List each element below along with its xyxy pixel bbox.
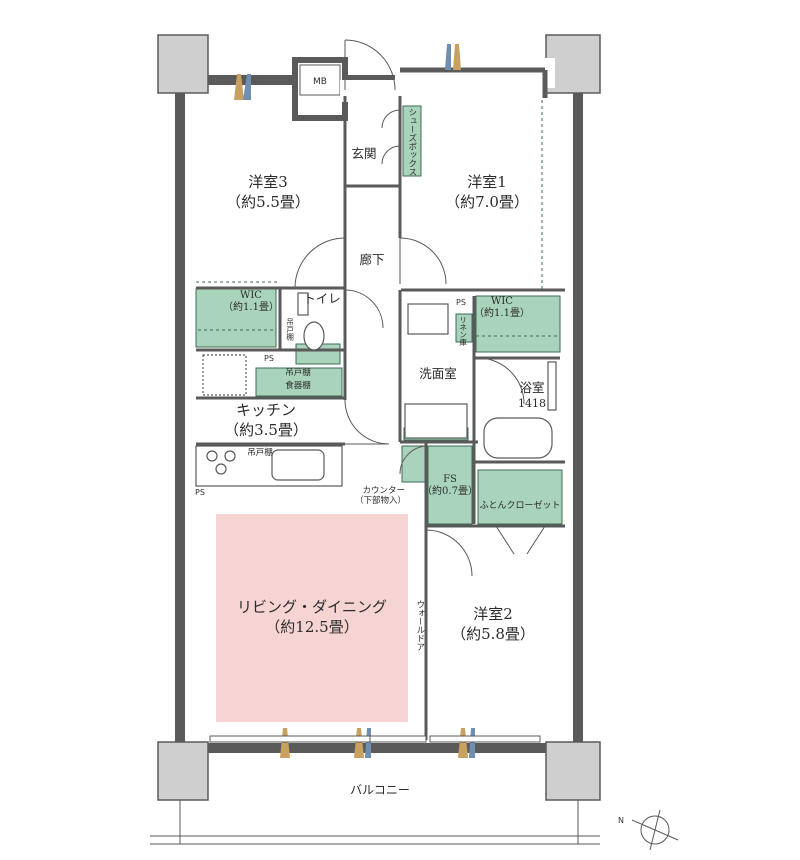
room-washroom: 洗面室 xyxy=(419,366,457,381)
kitchen-counter xyxy=(195,354,343,487)
counter-note: （下部物入） xyxy=(355,495,407,506)
bathroom-fixtures xyxy=(404,303,557,459)
counter-label: カウンター （下部物入） xyxy=(355,486,407,507)
counter-name: カウンター xyxy=(362,486,405,496)
kitchen-name: キッチン xyxy=(235,401,297,419)
toilet-shelf-label: 吊戸棚 xyxy=(285,318,295,341)
balcony-label: バルコニー xyxy=(350,783,410,797)
room-toilet: トイレ xyxy=(303,291,341,306)
wic-left-label: WIC （約1.1畳） xyxy=(223,290,279,314)
sink-icon xyxy=(271,449,325,481)
room-western2: 洋室2 （約5.8畳） xyxy=(451,604,535,645)
balcony-railing xyxy=(150,800,600,845)
entrance-recess xyxy=(292,57,555,121)
kitchen-shelf-label: 吊戸棚 xyxy=(285,368,311,378)
kitchen-size: （約3.5畳） xyxy=(224,421,308,440)
cupboard-label: 食器棚 xyxy=(285,381,311,391)
room-hallway: 廊下 xyxy=(359,252,385,267)
western3-name: 洋室3 xyxy=(248,173,288,191)
balcony-windows xyxy=(209,735,541,743)
shoes-box-doors xyxy=(381,109,401,165)
compass-n-label: N xyxy=(618,816,624,825)
shoes-box-label: シューズボックス xyxy=(406,108,417,176)
fs-size: （約0.7畳） xyxy=(422,486,478,497)
bathtub-icon xyxy=(483,417,553,459)
living-size: （約12.5畳） xyxy=(265,618,359,637)
room-living: リビング・ダイニング （約12.5畳） xyxy=(237,597,387,638)
living-area-fill xyxy=(216,514,408,722)
futon-closet-label: ふとんクローゼット xyxy=(479,501,561,511)
storage-areas xyxy=(195,105,563,525)
bathroom-size: 1418 xyxy=(518,396,546,410)
western2-name: 洋室2 xyxy=(473,605,513,623)
closet-rods xyxy=(196,100,558,337)
room-kitchen: キッチン （約3.5畳） xyxy=(224,400,308,441)
western2-size: （約5.8畳） xyxy=(451,625,535,644)
western3-size: （約5.5畳） xyxy=(226,193,310,212)
room-western3: 洋室3 （約5.5畳） xyxy=(226,172,310,213)
living-name: リビング・ダイニング xyxy=(236,598,388,616)
fs-fill xyxy=(427,445,473,525)
door-swings xyxy=(294,39,546,577)
structural-pillars xyxy=(157,34,601,801)
shoes-box-fill xyxy=(402,105,422,177)
wic-right-name: WIC xyxy=(491,296,513,307)
mb-label: MB xyxy=(313,77,327,87)
fs-label: FS （約0.7畳） xyxy=(422,474,478,498)
interior-walls xyxy=(196,96,565,740)
room-entrance: 玄関 xyxy=(351,146,377,161)
western1-size: （約7.0畳） xyxy=(445,193,529,212)
room-western1: 洋室1 （約7.0畳） xyxy=(445,172,529,213)
bathroom-name: 浴室 xyxy=(519,380,545,395)
compass-icon xyxy=(631,809,679,851)
ps-label-kitchen: PS xyxy=(264,354,274,363)
ps-label-wash: PS xyxy=(456,298,466,307)
wic-right-size: （約1.1畳） xyxy=(474,308,530,319)
wic-right-fill xyxy=(475,295,561,353)
wic-left-size: （約1.1畳） xyxy=(223,302,279,313)
western1-name: 洋室1 xyxy=(467,173,507,191)
futon-closet-fill xyxy=(477,469,563,525)
linen-fill xyxy=(455,313,473,343)
cupboard-fill xyxy=(255,367,343,397)
fs-name: FS xyxy=(443,474,457,485)
toilet-icon xyxy=(297,292,325,351)
wic-left-name: WIC xyxy=(240,290,262,301)
linen-label: リネン庫 xyxy=(458,316,468,346)
room-bathroom: 浴室 1418 xyxy=(518,380,546,412)
wic-right-label: WIC （約1.1畳） xyxy=(474,296,530,320)
stove-icon xyxy=(206,450,236,475)
ps-label-living: PS xyxy=(195,488,205,497)
kitchen-hanging-shelf-label: 吊戸棚 xyxy=(247,448,273,458)
wall-door-label: ウォールドア xyxy=(414,600,425,651)
